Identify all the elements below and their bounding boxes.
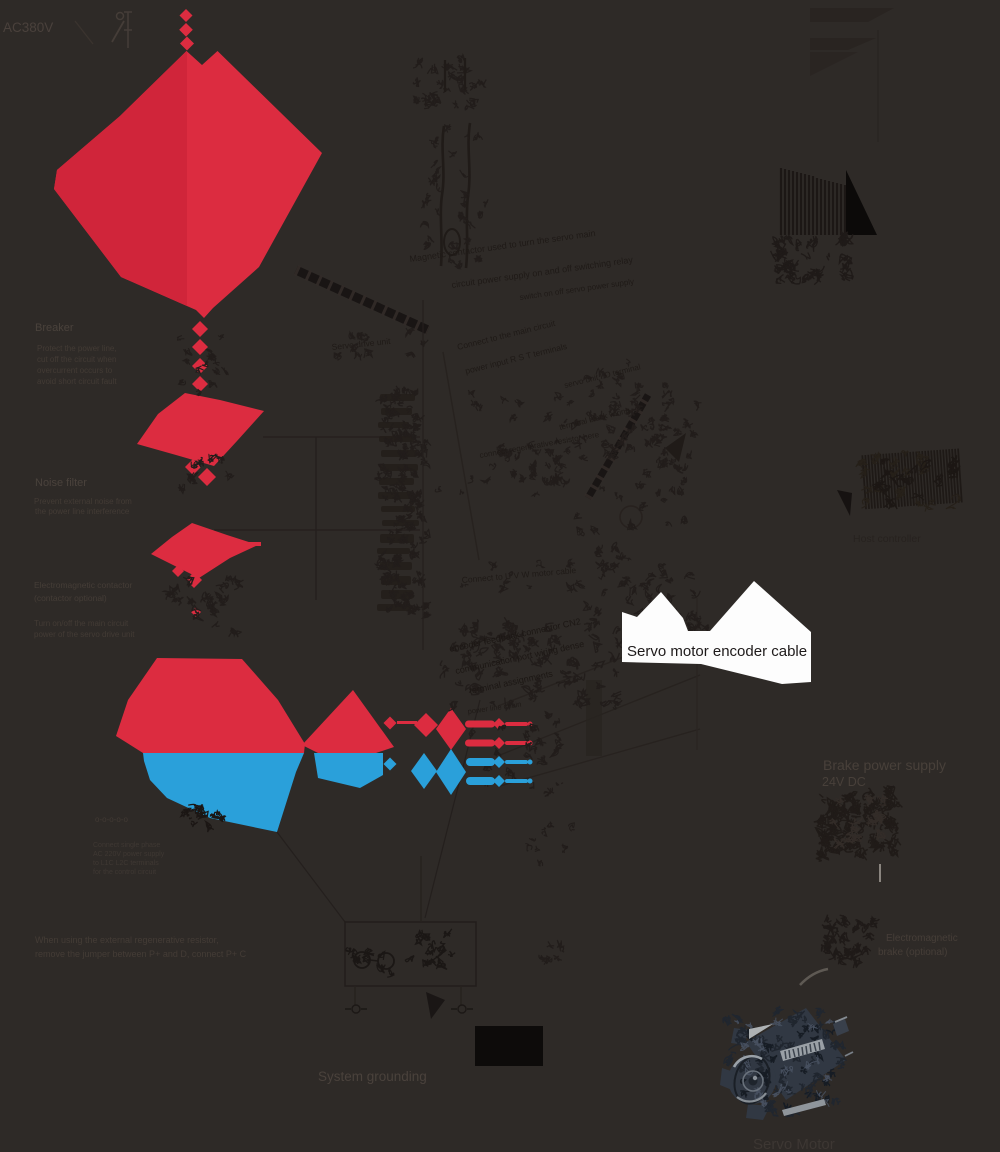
svg-text:brake (optional): brake (optional) (878, 947, 947, 958)
svg-text:AC380V: AC380V (3, 20, 53, 35)
svg-text:Breaker: Breaker (35, 322, 74, 334)
svg-text:Prevent external noise from: Prevent external noise from (34, 497, 132, 506)
svg-text:When using the external regene: When using the external regenerative res… (35, 935, 219, 945)
svg-text:AC 220V power supply: AC 220V power supply (93, 851, 165, 858)
svg-text:remove the jumper between P+ a: remove the jumper between P+ and D, conn… (35, 949, 247, 959)
svg-text:Electromagnetic contactor: Electromagnetic contactor (34, 580, 132, 590)
svg-text:Protect the power line,: Protect the power line, (37, 344, 117, 353)
svg-text:Noise filter: Noise filter (35, 477, 87, 489)
svg-text:24V DC: 24V DC (822, 775, 866, 789)
svg-text:Turn on/off the main circuit: Turn on/off the main circuit (34, 619, 129, 628)
svg-text:System grounding: System grounding (318, 1069, 427, 1084)
svg-text:Electromagnetic: Electromagnetic (886, 933, 958, 944)
svg-text:avoid short circuit fault: avoid short circuit fault (37, 377, 117, 386)
svg-text:Host controller: Host controller (853, 533, 921, 545)
svg-text:to L1C L2C terminals: to L1C L2C terminals (93, 860, 159, 867)
svg-text:Servo motor encoder cable: Servo motor encoder cable (627, 643, 807, 660)
svg-text:o-o-o-o-o: o-o-o-o-o (95, 815, 128, 824)
svg-text:(contactor optional): (contactor optional) (34, 593, 107, 603)
svg-text:cut off the circuit when: cut off the circuit when (37, 355, 116, 364)
svg-text:overcurrent occurs to: overcurrent occurs to (37, 366, 113, 375)
svg-text:for the control circuit: for the control circuit (93, 869, 156, 876)
svg-text:power of the servo drive unit: power of the servo drive unit (34, 630, 135, 639)
svg-text:the power line interference: the power line interference (35, 507, 130, 516)
svg-text:Connect single phase: Connect single phase (93, 842, 160, 849)
svg-text:Servo Motor: Servo Motor (753, 1136, 835, 1152)
svg-text:Brake power supply: Brake power supply (823, 757, 946, 773)
